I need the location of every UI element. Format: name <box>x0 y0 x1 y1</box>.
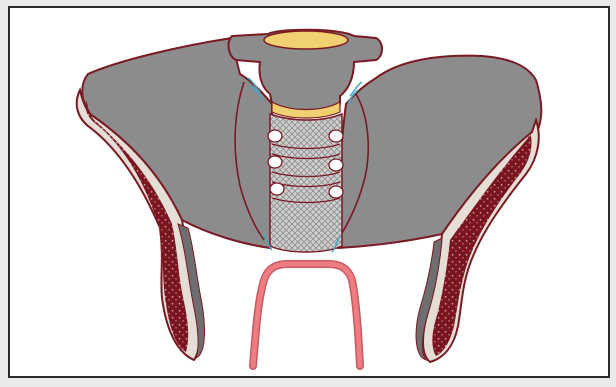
figure-frame <box>8 6 610 378</box>
sacral-foramen-right-1 <box>329 130 343 142</box>
sacral-foramen-left-3 <box>270 183 284 195</box>
sacral-foramen-left-1 <box>268 130 282 142</box>
pubic-arch <box>253 264 360 366</box>
pubic-arch-highlight <box>253 264 360 366</box>
pelvis-illustration <box>10 8 612 380</box>
sacral-foramen-left-2 <box>268 156 282 168</box>
sacral-foramen-right-3 <box>329 186 343 198</box>
vertebral-endplate <box>264 31 348 49</box>
sacral-foramen-right-2 <box>329 159 343 171</box>
